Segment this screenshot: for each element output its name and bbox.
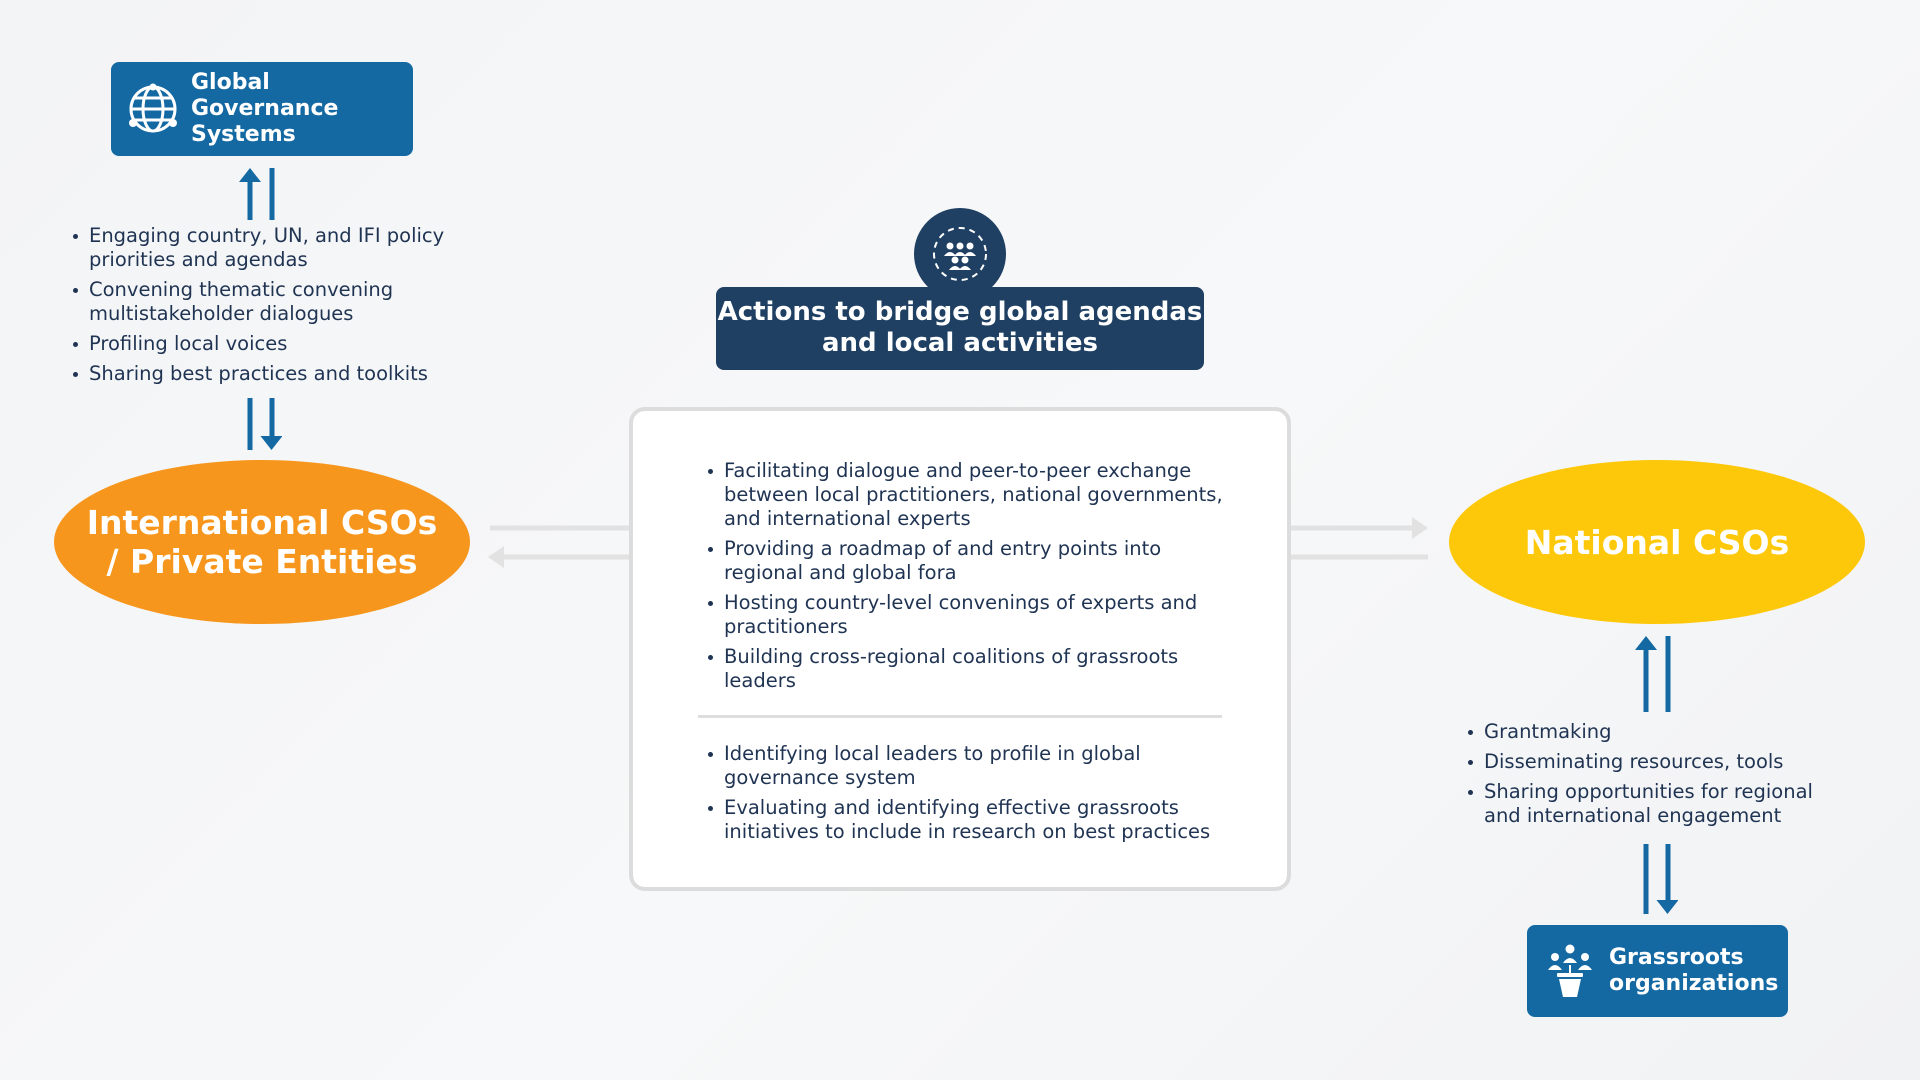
actions-header: Actions to bridge global agendas and loc… <box>716 287 1204 370</box>
actions-title-line2: and local activities <box>821 328 1099 358</box>
right-bullet-list: Grantmaking Disseminating resources, too… <box>1466 720 1846 834</box>
center-bottom-bullet-list: Identifying local leaders to profile in … <box>706 742 1226 850</box>
list-item: Grantmaking <box>1466 720 1846 744</box>
international-csos-line1: International CSOs <box>86 503 438 542</box>
grassroots-title-line2: organizations <box>1609 971 1779 996</box>
list-item: Facilitating dialogue and peer-to-peer e… <box>706 459 1226 531</box>
community-group-icon <box>1548 944 1592 997</box>
list-item: Sharing best practices and toolkits <box>71 362 471 386</box>
bidirectional-arrow-icon <box>247 398 282 450</box>
list-item: Disseminating resources, tools <box>1466 750 1846 774</box>
left-bullet-list: Engaging country, UN, and IFI policy pri… <box>71 224 471 392</box>
international-csos-node: International CSOs / Private Entities <box>54 460 470 624</box>
actions-title-line1: Actions to bridge global agendas <box>717 297 1203 327</box>
list-item: Identifying local leaders to profile in … <box>706 742 1226 790</box>
connector-arrows <box>488 517 1428 568</box>
list-item: Convening thematic convening multistakeh… <box>71 278 471 326</box>
list-item: Evaluating and identifying effective gra… <box>706 796 1226 844</box>
actions-panel <box>629 407 1291 891</box>
national-csos-label: National CSOs <box>1524 522 1790 562</box>
list-item: Sharing opportunities for regional and i… <box>1466 780 1846 828</box>
international-csos-line2: / Private Entities <box>106 542 418 581</box>
global-governance-title-line2: Systems <box>191 122 296 147</box>
grassroots-title-line1: Grassroots <box>1609 945 1744 970</box>
grassroots-box: Grassroots organizations <box>1527 925 1788 1017</box>
bidirectional-arrow-icon <box>1643 844 1678 914</box>
list-item: Providing a roadmap of and entry points … <box>706 537 1226 585</box>
list-item: Hosting country-level convenings of expe… <box>706 591 1226 639</box>
bidirectional-arrow-icon <box>1635 636 1671 712</box>
center-top-bullet-list: Facilitating dialogue and peer-to-peer e… <box>706 459 1226 699</box>
global-governance-title-line1: Global Governance <box>191 70 339 121</box>
global-governance-box: Global Governance Systems <box>111 62 413 156</box>
list-item: Building cross-regional coalitions of gr… <box>706 645 1226 693</box>
bidirectional-arrow-icon <box>239 168 275 220</box>
list-item: Engaging country, UN, and IFI policy pri… <box>71 224 471 272</box>
list-item: Profiling local voices <box>71 332 471 356</box>
people-network-icon <box>933 227 987 281</box>
globe-network-icon <box>129 83 177 133</box>
national-csos-node: National CSOs <box>1449 460 1865 624</box>
panel-divider <box>698 715 1222 718</box>
